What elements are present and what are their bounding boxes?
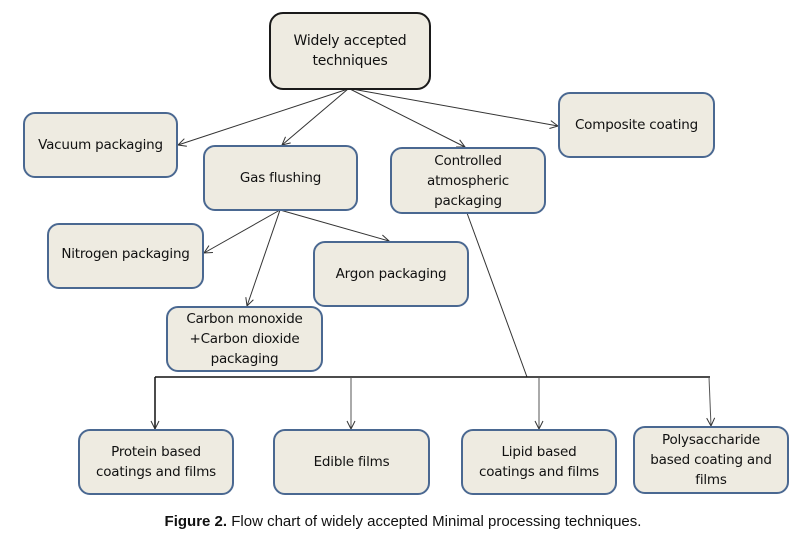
edge-bus-polysaccharide [709,376,711,426]
edge-controlled-bus [466,212,528,378]
figure-caption-text: Flow chart of widely accepted Minimal pr… [227,513,642,530]
node-controlled-atmospheric-packaging: Controlled atmospheric packaging [390,147,546,214]
edge-gas-nitrogen [204,209,281,253]
edge-gas-carbon [247,209,281,306]
figure-caption-label: Figure 2. [164,513,228,530]
node-widely-accepted-techniques: Widely accepted techniques [269,12,431,90]
node-gas-flushing: Gas flushing [203,145,358,211]
edge-root-composite [351,88,558,126]
figure-caption: Figure 2. Flow chart of widely accepted … [0,513,806,530]
node-lipid-based-coatings: Lipid based coatings and films [461,429,617,495]
edge-gas-argon [279,209,389,241]
node-nitrogen-packaging: Nitrogen packaging [47,223,204,289]
edge-root-gas-flushing [282,88,349,145]
node-argon-packaging: Argon packaging [313,241,469,307]
node-vacuum-packaging: Vacuum packaging [23,112,178,178]
edge-root-vacuum [178,88,349,145]
node-carbon-monoxide-dioxide-packaging: Carbon monoxide +Carbon dioxide packagin… [166,306,323,372]
node-polysaccharide-based-coating: Polysaccharide based coating and films [633,426,789,494]
edge-root-controlled [349,88,465,147]
node-protein-based-coatings: Protein based coatings and films [78,429,234,495]
node-composite-coating: Composite coating [558,92,715,158]
node-edible-films: Edible films [273,429,430,495]
